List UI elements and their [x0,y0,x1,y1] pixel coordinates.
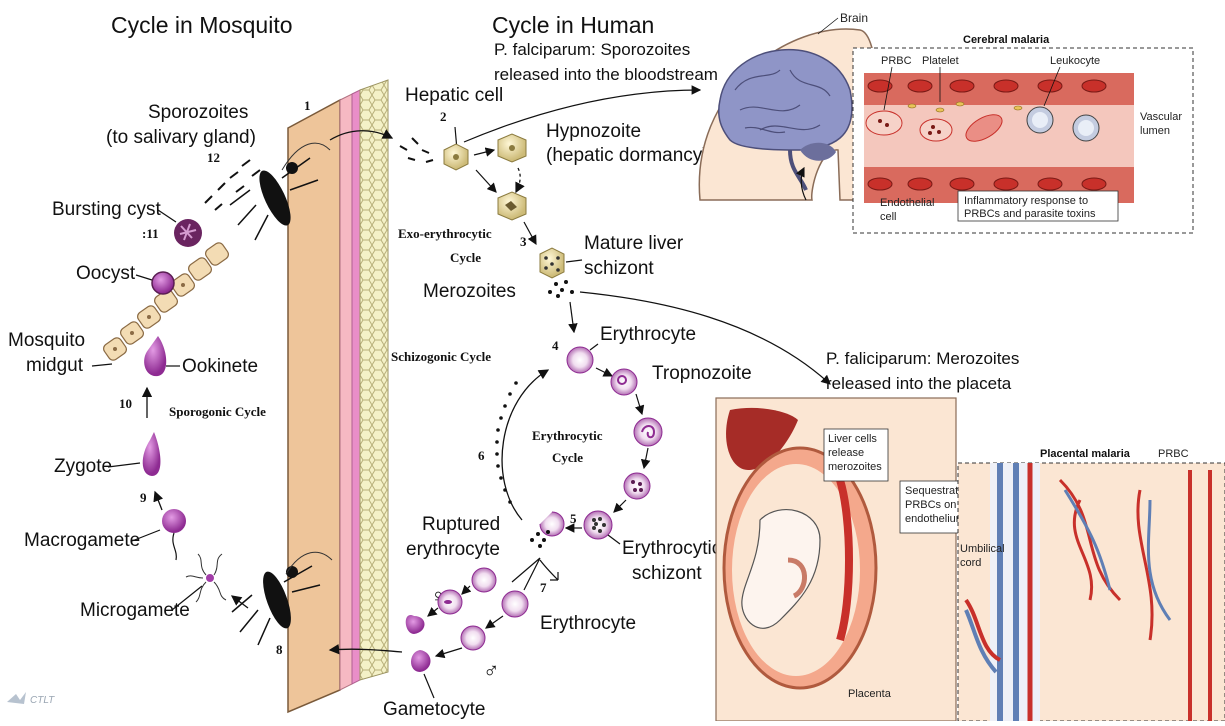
gametocyte-icon [411,650,431,672]
cerebral-title: Cerebral malaria [963,34,1050,46]
label-brain: Brain [840,11,868,25]
cerebral-prbc: PRBC [881,55,912,67]
step-3: 3 [520,234,527,249]
placental-umbilical-1: Umbilical [960,543,1005,555]
cerebral-vascular-1: Vascular [1140,111,1182,123]
step-4: 4 [552,338,559,353]
label-exo-2: Cycle [450,250,481,265]
label-macrogamete: Macrogamete [24,530,140,551]
microgamete-icon [186,554,226,602]
label-merozoites-placenta-1: P. faliciparum: Merozoites [826,349,1019,368]
label-hepatic-cell: Hepatic cell [405,85,503,106]
placental-liver-1: Liver cells [828,433,877,445]
ctlt-logo: CTLT [7,692,55,706]
step-7: 7 [540,580,547,595]
label-sporogonic-cycle: Sporogonic Cycle [169,404,266,419]
label-ery-schizont-1: Erythrocytic [622,538,721,559]
step-9: 9 [140,490,147,505]
label-gametocyte: Gametocyte [383,699,485,720]
label-sporozoites: Sporozoites [148,102,248,123]
label-falciparum-1: P. falciparum: Sporozoites [494,40,690,59]
erythrocytic-schizont-icon [584,511,612,539]
label-mature-2: schizont [584,258,654,279]
cerebral-inflam-2: PRBCs and parasite toxins [964,208,1096,220]
placental-umbilical-2: cord [960,557,981,569]
placental-prbc: PRBC [1158,448,1189,460]
label-exo-1: Exo-erythrocytic [398,226,492,241]
cerebral-endothelial-1: Endothelial [880,197,934,209]
step-6: 6 [478,448,485,463]
placental-title: Placental malaria [1040,448,1131,460]
label-merozoites: Merozoites [423,281,516,302]
label-hypnozoite-sub: (hepatic dormancy) [546,145,709,166]
label-oocyst: Oocyst [76,263,136,284]
label-bursting-cyst: Bursting cyst [52,199,161,220]
ruptured-erythrocyte-icon [540,512,564,536]
step-2: 2 [440,109,447,124]
erythrocyte-icon [502,591,528,617]
cerebral-endothelial-2: cell [880,211,897,223]
step-12: 12 [207,150,220,165]
label-falciparum-2: released into the bloodstream [494,65,718,84]
label-tropnozoite: Tropnozoite [652,363,752,384]
placental-liver-2: release [828,447,864,459]
step-11: :11 [142,226,159,241]
label-merozoites-placenta-2: released into the placeta [826,374,1012,393]
label-erythrocyte: Erythrocyte [600,324,696,345]
zygote-icon [143,432,161,476]
step-1: 1 [304,98,311,113]
label-ruptured-2: erythrocyte [406,539,500,560]
label-hypnozoite: Hypnozoite [546,121,641,142]
label-ruptured-1: Ruptured [422,514,500,535]
placental-liver-3: merozoites [828,461,882,473]
step-5: 5 [570,511,577,526]
svg-text:CTLT: CTLT [30,695,55,706]
oocyst-icon [152,272,174,294]
label-ookinete: Ookinete [182,356,258,377]
ookinete-icon [144,336,166,376]
label-microgamete: Microgamete [80,600,190,621]
title-mosquito-cycle: Cycle in Mosquito [111,12,293,38]
label-mature-1: Mature liver [584,233,684,254]
label-midgut-1: Mosquito [8,330,85,351]
step-8: 8 [276,642,283,657]
macrogamete-icon [162,509,186,533]
tropnozoite-icon [611,369,637,395]
cerebral-vascular-2: lumen [1140,125,1170,137]
placental-seq-3: endothelium [905,513,965,525]
placental-placenta: Placenta [848,688,892,700]
head-brain-illustration [699,29,877,200]
step-10: 10 [119,396,132,411]
cerebral-leukocyte: Leukocyte [1050,55,1100,67]
label-ery-cycle-2: Cycle [552,450,583,465]
mosquito-midgut [102,241,231,362]
label-schizogonic-cycle: Schizogonic Cycle [391,349,491,364]
cerebral-inflam-1: Inflammatory response to [964,195,1088,207]
label-zygote: Zygote [54,456,112,477]
cerebral-platelet: Platelet [922,55,959,67]
label-erythrocyte-2: Erythrocyte [540,613,636,634]
label-sporozoites-sub: (to salivary gland) [106,127,256,148]
label-ery-cycle-1: Erythrocytic [532,428,603,443]
skin-cross-section [288,80,388,712]
label-male-symbol: ♂ [483,658,500,683]
erythrocyte-icon [567,347,593,373]
label-midgut-2: midgut [26,355,84,376]
label-ery-schizont-2: schizont [632,563,702,584]
title-human-cycle: Cycle in Human [492,12,654,38]
